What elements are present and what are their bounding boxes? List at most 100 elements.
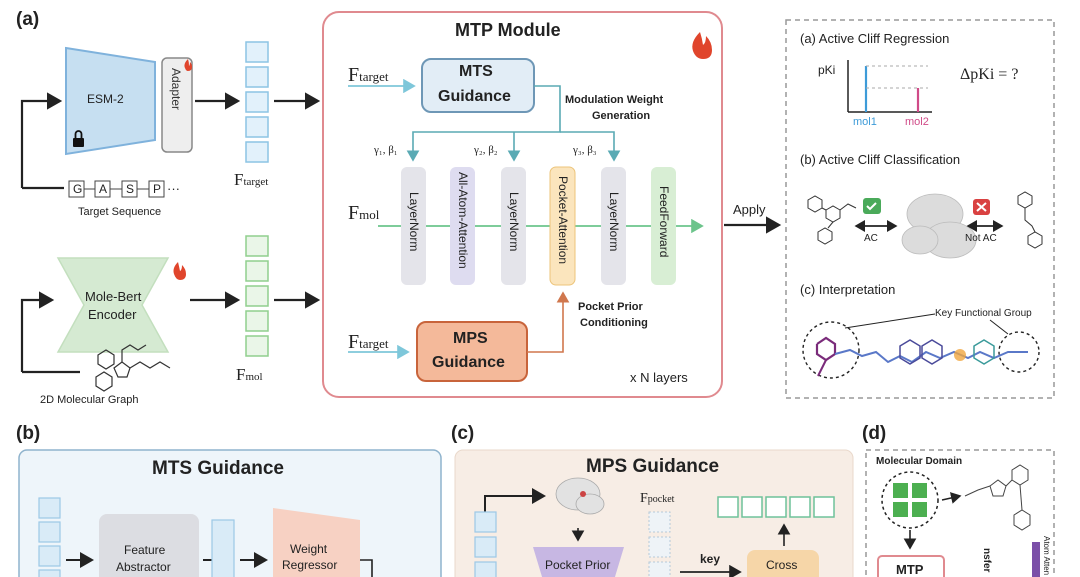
seq-token-2: S <box>126 182 135 196</box>
flame-icon-adapter <box>184 58 192 71</box>
layer-label-4: LayerNorm <box>607 192 621 252</box>
molebert-label-line1: Mole-Bert <box>85 289 142 304</box>
pocket-prior-label: Pocket Prior <box>545 558 611 572</box>
weight-regressor-line1: Weight <box>290 542 328 556</box>
weight-regressor-shape <box>273 508 360 577</box>
molecular-domain-label: Molecular Domain <box>876 456 963 467</box>
mtp-f-target-label: Ftarget <box>348 64 389 86</box>
transfer-label: nsfer <box>981 548 992 573</box>
molecular-domain-grid-icon <box>893 483 927 517</box>
mps-box-line2: Guidance <box>432 354 505 371</box>
mol2-label: mol2 <box>905 116 929 128</box>
mtp-f-mol-label: Fmol <box>348 202 380 224</box>
molecular-graph-label: 2D Molecular Graph <box>40 394 139 406</box>
f-mol-label: Fmol <box>236 365 263 384</box>
seq-ellipsis: ··· <box>167 181 180 196</box>
protein-structure-sketch <box>901 193 977 259</box>
layer-label-1: All-Atom-Attention <box>456 172 470 269</box>
mtp-f-target2-label: Ftarget <box>348 331 389 353</box>
molebert-label-line2: Encoder <box>88 307 137 322</box>
mts-box-line2: Guidance <box>438 88 511 105</box>
layer-label-3: Pocket-Attention <box>556 176 570 265</box>
cross-output-stack <box>717 496 835 518</box>
classification-title: (b) Active Cliff Classification <box>800 152 961 167</box>
mts-panel-input-stack <box>38 497 61 577</box>
cross-badge-icon <box>973 199 990 215</box>
tasks-panel-frame <box>785 19 1055 399</box>
modulation-label-line1: Modulation Weight <box>565 94 664 106</box>
key-functional-group-label: Key Functional Group <box>935 308 1032 319</box>
pki-chart <box>847 60 932 113</box>
ac-label: AC <box>864 233 878 244</box>
weight-regressor-line2: Regressor <box>282 558 338 572</box>
check-badge-icon <box>863 198 881 214</box>
layer-box-4 <box>601 167 626 285</box>
feature-abstractor-box <box>99 514 199 577</box>
mps-box-line1: MPS <box>453 330 488 347</box>
mol1-label: mol1 <box>853 116 877 128</box>
f-pocket-label: Fpocket <box>640 491 675 506</box>
layer-box-3 <box>549 166 576 286</box>
cross-label: Cross <box>766 558 798 572</box>
lock-icon <box>73 130 84 147</box>
seq-token-3: P <box>153 182 162 196</box>
layer-label-0: LayerNorm <box>407 192 421 252</box>
layer-box-2 <box>501 167 526 285</box>
mol-feature-stack <box>245 235 269 357</box>
gamma2-label: γ₂, β₂ <box>474 144 498 156</box>
seq-token-0: G <box>73 182 83 196</box>
esm2-label: ESM-2 <box>87 92 124 106</box>
prior-label-line2: Conditioning <box>580 317 648 329</box>
adapter-label: Adapter <box>169 68 183 111</box>
n-layers-label: x N layers <box>630 370 688 385</box>
gamma3-label: γ₃, β₃ <box>573 144 597 156</box>
pocket-prior-shape <box>533 547 624 577</box>
pki-label: pKi <box>818 63 836 77</box>
apply-label: Apply <box>733 202 766 217</box>
prior-label-line1: Pocket Prior <box>578 301 643 313</box>
layer-box-1 <box>450 167 475 285</box>
mps-panel-input-stack <box>474 511 497 577</box>
sequence-token-boxes <box>68 180 165 198</box>
mts-box-line1: MTS <box>459 63 493 80</box>
d-mtp-label: MTP <box>896 562 924 577</box>
molecular-graph-sketch <box>95 344 171 392</box>
section-d-label: (d) <box>862 423 887 444</box>
d-mtp-box <box>877 555 945 577</box>
layer-label-2: LayerNorm <box>507 192 521 252</box>
esm2-encoder-shape <box>65 46 156 156</box>
f-target-label: Ftarget <box>234 170 269 189</box>
molecular-domain-circle <box>881 471 939 529</box>
d-panel-frame <box>865 449 1055 577</box>
flame-icon-molebert <box>173 262 186 280</box>
section-c-label: (c) <box>451 423 475 444</box>
regression-title: (a) Active Cliff Regression <box>800 31 950 46</box>
flame-icon-mtp <box>692 32 712 59</box>
section-b-label: (b) <box>16 423 41 444</box>
gamma1-label: γ₁, β₁ <box>374 144 398 156</box>
feature-abstractor-line1: Feature <box>124 543 166 557</box>
target-sequence-label: Target Sequence <box>78 206 162 218</box>
section-a-label: (a) <box>16 9 40 30</box>
molebert-encoder-shape <box>56 257 170 353</box>
left-molecule-sketch <box>807 195 857 245</box>
modulation-label-line2: Generation <box>592 110 651 122</box>
d-molecule-sketch <box>964 464 1031 531</box>
not-ac-label: Not AC <box>965 233 997 244</box>
mts-panel-mid-feature <box>211 519 235 577</box>
interpretation-molecule-sketch <box>802 313 1040 379</box>
cross-attention-box <box>747 550 819 577</box>
mts-panel-title: MTS Guidance <box>152 458 284 479</box>
right-molecule-sketch <box>1017 191 1043 249</box>
mtp-module-title: MTP Module <box>455 20 561 40</box>
layer-box-5 <box>651 167 676 285</box>
adapter-box <box>161 57 193 153</box>
target-feature-stack <box>245 41 269 163</box>
interpretation-title: (c) Interpretation <box>800 282 896 297</box>
layer-label-5: FeedForward <box>657 186 671 258</box>
layer-box-0 <box>401 167 426 285</box>
delta-pki-label: ΔpKi = ? <box>960 66 1019 83</box>
key-label: key <box>700 552 721 566</box>
pocket-protein-sketch <box>555 477 605 515</box>
